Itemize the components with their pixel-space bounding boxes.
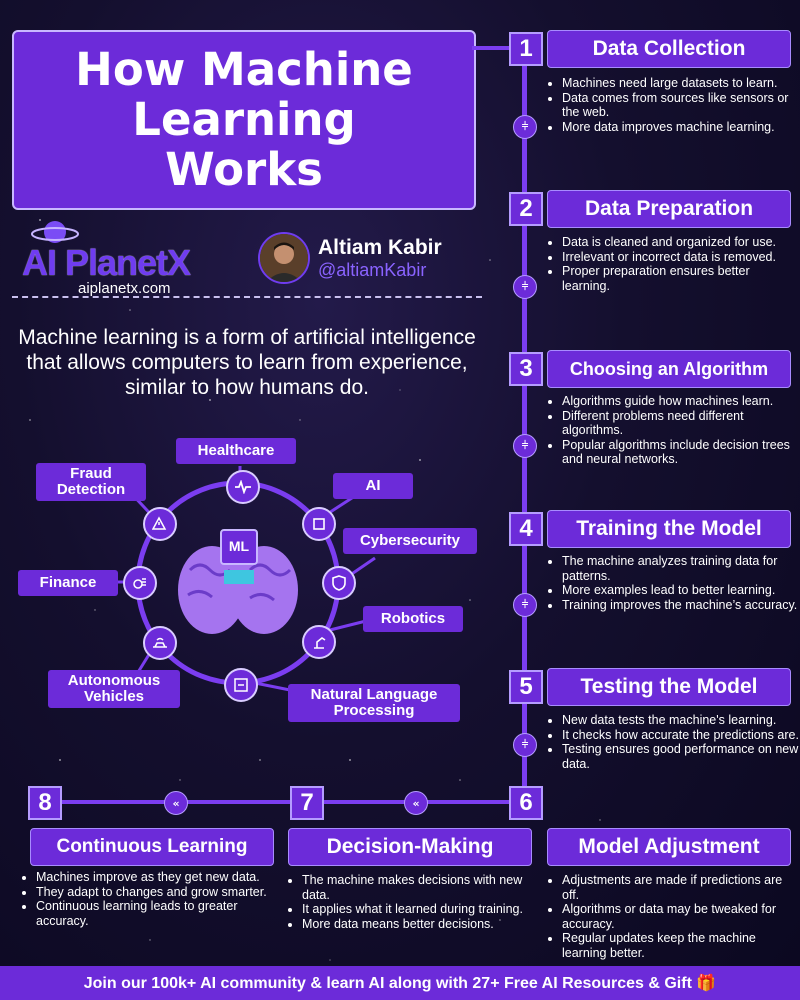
chevron-down-icon: ⫩	[513, 733, 537, 757]
list-item: More data means better decisions.	[302, 917, 546, 932]
chevron-down-icon: ⫩	[513, 593, 537, 617]
list-item: Popular algorithms include decision tree…	[562, 438, 800, 467]
step-8-bullets: Machines improve as they get new data. T…	[22, 870, 292, 928]
author-handle[interactable]: @altiamKabir	[318, 259, 427, 280]
app-robotics: Robotics	[363, 606, 463, 632]
list-item: Machines need large datasets to learn.	[562, 76, 800, 91]
footer-banner[interactable]: Join our 100k+ AI community & learn AI a…	[0, 966, 800, 1000]
list-item: The machine makes decisions with new dat…	[302, 873, 546, 902]
step-title-1: Data Collection	[547, 30, 791, 68]
list-item: Algorithms or data may be tweaked for ac…	[562, 902, 800, 931]
divider	[12, 296, 482, 298]
ml-label: ML	[228, 538, 250, 554]
step-title-6: Model Adjustment	[547, 828, 791, 866]
coins-icon	[123, 566, 157, 600]
timeline-vertical	[522, 46, 527, 796]
step-number-4: 4	[509, 512, 543, 546]
author-name: Altiam Kabir	[318, 235, 442, 259]
list-item: Different problems need different algori…	[562, 409, 800, 438]
planet-icon	[31, 221, 79, 243]
step-3-bullets: Algorithms guide how machines learn. Dif…	[548, 394, 800, 467]
list-item: It checks how accurate the predictions a…	[562, 728, 800, 743]
list-item: Proper preparation ensures better learni…	[562, 264, 800, 293]
app-finance: Finance	[18, 570, 118, 596]
avatar	[258, 232, 310, 284]
chevron-down-icon: ⫩	[513, 434, 537, 458]
lock-shield-icon	[322, 566, 356, 600]
language-icon	[224, 668, 258, 702]
step-number-6: 6	[509, 786, 543, 820]
alert-search-icon	[143, 507, 177, 541]
list-item: Data comes from sources like sensors or …	[562, 91, 800, 120]
step-title-5: Testing the Model	[547, 668, 791, 706]
list-item: Adjustments are made if predictions are …	[562, 873, 800, 902]
chip-icon	[302, 507, 336, 541]
footer-text[interactable]: Join our 100k+ AI community & learn AI a…	[83, 975, 717, 992]
step-7-bullets: The machine makes decisions with new dat…	[288, 873, 546, 931]
step-number-3: 3	[509, 352, 543, 386]
list-item: More data improves machine learning.	[562, 120, 800, 135]
app-healthcare: Healthcare	[176, 438, 296, 464]
list-item: Irrelevant or incorrect data is removed.	[562, 250, 800, 265]
list-item: The machine analyzes training data for p…	[562, 554, 800, 583]
list-item: Regular updates keep the machine learnin…	[562, 931, 800, 960]
brand-url[interactable]: aiplanetx.com	[78, 280, 171, 297]
brain-icon	[178, 529, 298, 634]
step-4-bullets: The machine analyzes training data for p…	[548, 554, 800, 612]
car-wifi-icon	[143, 626, 177, 660]
list-item: Training improves the machine’s accuracy…	[562, 598, 800, 613]
chevron-left-icon: «	[404, 791, 428, 815]
list-item: Testing ensures good performance on new …	[562, 742, 800, 771]
list-item: Algorithms guide how machines learn.	[562, 394, 800, 409]
chevron-down-icon: ⫩	[513, 115, 537, 139]
timeline-connector	[472, 46, 524, 50]
step-6-bullets: Adjustments are made if predictions are …	[548, 873, 800, 960]
page-title: How Machine Learning Works	[75, 43, 413, 196]
step-number-2: 2	[509, 192, 543, 226]
list-item: Machines improve as they get new data.	[36, 870, 292, 885]
step-title-7: Decision-Making	[288, 828, 532, 866]
step-number-5: 5	[509, 670, 543, 704]
intro-text: Machine learning is a form of artificial…	[18, 326, 476, 399]
robot-arm-icon	[302, 625, 336, 659]
app-autonomous-vehicles: Autonomous Vehicles	[48, 670, 180, 708]
timeline-horizontal	[44, 800, 524, 804]
brand-logo-text: AI PlanetX	[22, 242, 191, 283]
list-item: More examples lead to better learning.	[562, 583, 800, 598]
step-number-1: 1	[509, 32, 543, 66]
step-1-bullets: Machines need large datasets to learn. D…	[548, 76, 800, 134]
list-item: Continuous learning leads to greater acc…	[36, 899, 292, 928]
chevron-left-icon: «	[164, 791, 188, 815]
app-cybersecurity: Cybersecurity	[343, 528, 477, 554]
heartbeat-icon	[226, 470, 260, 504]
app-ai: AI	[333, 473, 413, 499]
step-5-bullets: New data tests the machine's learning. I…	[548, 713, 800, 771]
step-number-7: 7	[290, 786, 324, 820]
chevron-down-icon: ⫩	[513, 275, 537, 299]
list-item: New data tests the machine's learning.	[562, 713, 800, 728]
step-number-8: 8	[28, 786, 62, 820]
app-fraud-detection: Fraud Detection	[36, 463, 146, 501]
brand-block: AI PlanetX aiplanetx.com	[22, 221, 222, 297]
list-item: They adapt to changes and grow smarter.	[36, 885, 292, 900]
app-nlp: Natural Language Processing	[288, 684, 460, 722]
step-2-bullets: Data is cleaned and organized for use. I…	[548, 235, 800, 293]
author-block: Altiam Kabir @altiamKabir	[258, 232, 442, 284]
list-item: It applies what it learned during traini…	[302, 902, 546, 917]
list-item: Data is cleaned and organized for use.	[562, 235, 800, 250]
step-title-3: Choosing an Algorithm	[547, 350, 791, 388]
title-box: How Machine Learning Works	[12, 30, 476, 210]
step-title-8: Continuous Learning	[30, 828, 274, 866]
step-title-4: Training the Model	[547, 510, 791, 548]
step-title-2: Data Preparation	[547, 190, 791, 228]
